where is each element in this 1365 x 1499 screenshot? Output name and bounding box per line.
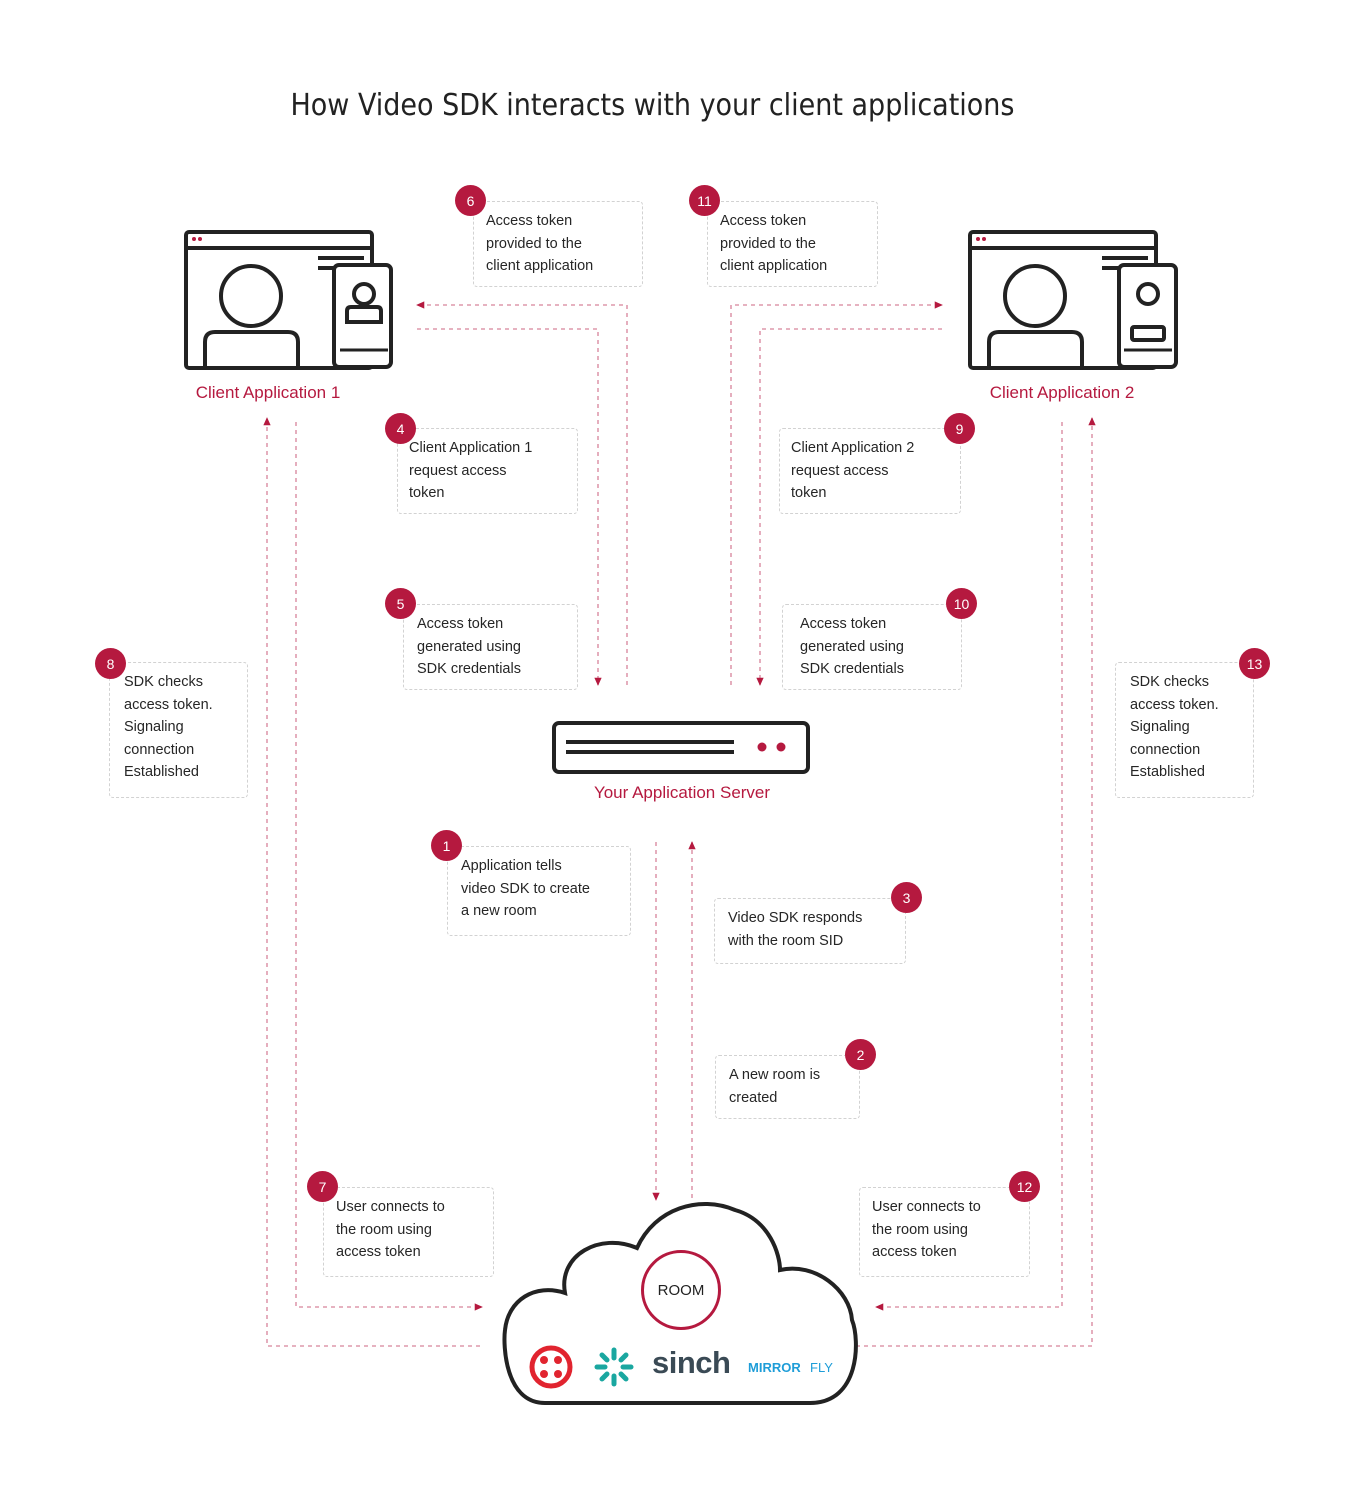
arrow-server-to-client1 [416, 301, 628, 685]
step-badge-9: 9 [944, 413, 975, 444]
page-title: How Video SDK interacts with your client… [290, 88, 1015, 123]
mirrorfly-logo-fly: FLY [810, 1360, 833, 1375]
room-badge: ROOM [641, 1250, 721, 1330]
step-badge-5: 5 [385, 588, 416, 619]
step-badge-3: 3 [891, 882, 922, 913]
step-badge-1: 1 [431, 830, 462, 861]
mirrorfly-logo-mirror: MIRROR [748, 1360, 801, 1375]
step-badge-10: 10 [946, 588, 977, 619]
arrow-client1-to-server [417, 328, 602, 686]
twilio-logo [529, 1345, 573, 1389]
arrow-server-to-client2 [730, 301, 943, 685]
step-badge-13: 13 [1239, 648, 1270, 679]
arrow-client1-to-room [295, 422, 483, 1311]
step-badge-11: 11 [689, 185, 720, 216]
step-badge-7: 7 [307, 1171, 338, 1202]
step-badge-4: 4 [385, 413, 416, 444]
arrow-client2-to-room [875, 422, 1063, 1311]
arrow-room-to-client2 [856, 417, 1096, 1347]
sinch-logo-text: sinch [652, 1345, 731, 1380]
connectors [263, 301, 1096, 1347]
arrow-client2-to-server [756, 328, 942, 686]
pinwheel-logo [594, 1347, 634, 1387]
client-app-2-label: Client Application 2 [989, 383, 1135, 402]
step-badge-12: 12 [1009, 1171, 1040, 1202]
client-app-1-icon [184, 230, 393, 370]
step-badge-2: 2 [845, 1039, 876, 1070]
server-label: Your Application Server [593, 783, 771, 802]
step-badge-6: 6 [455, 185, 486, 216]
client-app-1-label: Client Application 1 [195, 383, 341, 402]
client-app-2-icon [968, 230, 1178, 370]
server-icon [552, 721, 810, 774]
step-badge-8: 8 [95, 648, 126, 679]
